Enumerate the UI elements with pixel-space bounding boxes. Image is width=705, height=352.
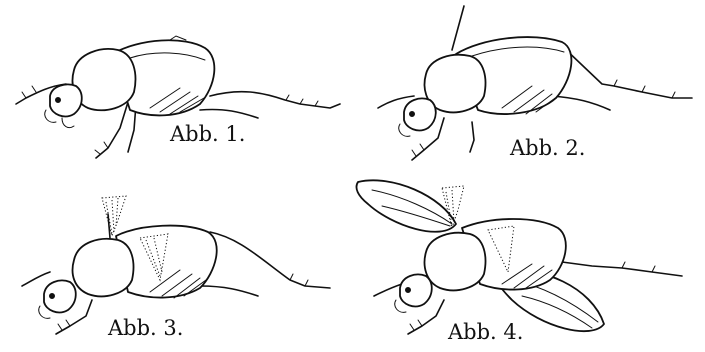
figure-4: Abb. 4. bbox=[352, 176, 705, 352]
figure-caption-4: Abb. 4. bbox=[448, 320, 523, 344]
figure-caption-3: Abb. 3. bbox=[108, 316, 183, 340]
figure-2: Abb. 2. bbox=[352, 0, 705, 176]
beetle-drawing-4 bbox=[352, 176, 705, 352]
figure-3: Abb. 3. bbox=[0, 176, 352, 352]
figure-caption-2: Abb. 2. bbox=[510, 136, 585, 160]
beetle-drawing-1 bbox=[0, 0, 352, 176]
figure-1: Abb. 1. bbox=[0, 0, 352, 176]
figure-caption-1: Abb. 1. bbox=[170, 122, 245, 146]
